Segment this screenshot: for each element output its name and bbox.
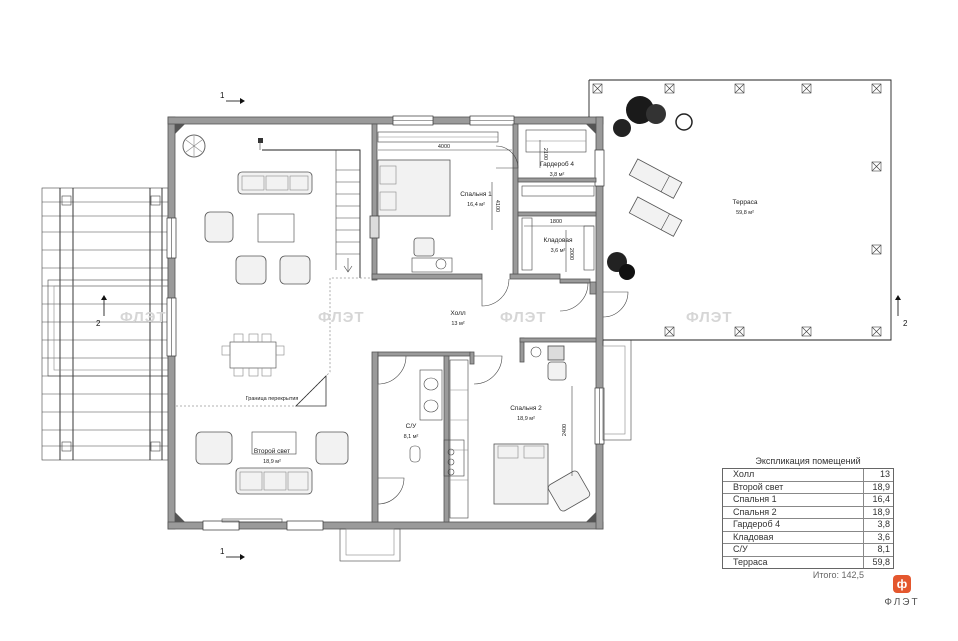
dim-2000: 2000 [568,248,574,260]
dimension-lines [378,140,594,476]
bathroom-fixtures [409,359,469,519]
room-bedroom2-area: 18,9 м² [517,416,535,422]
room-second-light-name: Второй свет [254,447,290,455]
brand-logo: ф ФЛЭТ [872,575,932,608]
svg-text:ФЛЭТ: ФЛЭТ [120,309,167,326]
staircase [176,138,372,407]
room-bedroom1-area: 16,4 м² [467,202,485,208]
section-2-left: 2 [96,319,101,328]
room-storage-area: 3,6 м² [551,248,566,254]
stair-note: Граница перекрытия [246,396,299,402]
interior-walls [371,123,597,523]
dim-2400: 2400 [562,424,568,436]
logo-badge-icon: ф [893,575,911,593]
terrace [588,79,892,341]
storage-shelving [521,129,595,271]
room-hall-name: Холл [450,310,466,317]
bedroom1-furniture [369,131,499,273]
dim-2100: 2100 [542,148,548,160]
section-1-top: 1 [220,91,225,100]
room-second-light-area: 18,9 м² [263,459,281,465]
room-hall-area: 13 м² [451,321,464,327]
windows [166,115,605,531]
doors [377,145,629,505]
dim-4000: 4000 [438,144,450,150]
room-bathroom-name: С/У [406,423,418,430]
void-furniture [182,134,313,377]
bottom-bay [339,528,401,562]
watermark-band: ФЛЭТ ФЛЭТ ФЛЭТ ФЛЭТ [120,309,733,326]
logo-text: ФЛЭТ [884,597,920,608]
left-pergola [41,187,169,461]
svg-text:ФЛЭТ: ФЛЭТ [686,309,733,326]
right-balcony [602,339,632,441]
explication-total: Итого: 142,5 [812,570,864,580]
room-terrace-area: 59,8 м² [736,210,754,216]
room-wardrobe4-area: 3,8 м² [550,172,565,178]
room-bathroom-area: 8,1 м² [404,434,419,440]
dim-1800: 1800 [550,219,562,225]
section-markers [101,98,901,560]
second-light-furniture [195,431,349,495]
section-1-bottom: 1 [220,547,225,556]
svg-text:ФЛЭТ: ФЛЭТ [318,309,365,326]
section-2-right: 2 [903,319,908,328]
dim-4100: 4100 [494,200,500,212]
explication-title: Экспликация помещений [755,456,861,466]
bedroom2-furniture [493,345,591,512]
room-wardrobe4-name: Гардероб 4 [540,160,574,168]
room-bedroom1-name: Спальня 1 [460,191,492,198]
room-storage-name: Кладовая [543,237,573,244]
svg-text:ФЛЭТ: ФЛЭТ [500,309,547,326]
room-bedroom2-name: Спальня 2 [510,405,542,412]
room-terrace-name: Терраса [733,199,758,206]
